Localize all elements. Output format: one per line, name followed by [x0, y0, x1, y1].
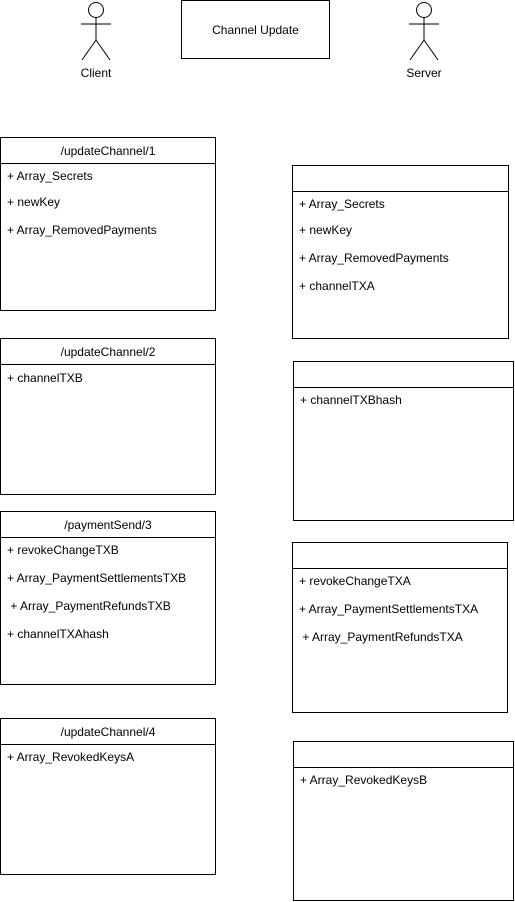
class-attribute: + Array_RemovedPayments	[299, 251, 449, 265]
client-label: Client	[80, 66, 112, 80]
class-attribute: + Array_RevokedKeysA	[7, 750, 135, 764]
class-box-header	[294, 742, 513, 768]
class-attribute: + Array_Secrets	[7, 169, 93, 183]
class-attribute: + channelTXB	[7, 371, 83, 385]
class-box-header: /updateChannel/4	[1, 719, 215, 745]
diagram-title-box: Channel Update	[181, 0, 330, 59]
class-attribute: + Array_PaymentSettlementsTXA	[299, 602, 479, 616]
class-box-header	[293, 166, 508, 192]
class-attribute: + Array_Secrets	[299, 197, 385, 211]
class-box-header: /updateChannel/2	[1, 339, 215, 365]
client-class-box-4: /updateChannel/4 + Array_RevokedKeysA	[0, 718, 216, 875]
class-attribute: + Array_PaymentRefundsTXB	[7, 599, 171, 613]
server-class-box-2: + channelTXBhash	[293, 361, 514, 521]
class-box-header: /paymentSend/3	[1, 512, 215, 538]
client-actor: Client	[66, 0, 126, 80]
class-attribute: + Array_PaymentSettlementsTXB	[7, 571, 187, 585]
class-attribute: + Array_RevokedKeysB	[300, 773, 428, 787]
server-class-box-4: + Array_RevokedKeysB	[293, 741, 514, 901]
class-attribute: + revokeChangeTXB	[7, 543, 119, 557]
class-attribute: + channelTXAhash	[7, 627, 109, 641]
server-class-box-3: + revokeChangeTXA + Array_PaymentSettlem…	[292, 542, 508, 713]
class-box-header	[294, 362, 513, 388]
class-attribute: + channelTXA	[299, 279, 375, 293]
stick-figure-icon	[81, 2, 111, 61]
class-attribute: + Array_RemovedPayments	[7, 223, 157, 237]
client-class-box-1: /updateChannel/1 + Array_Secrets + newKe…	[0, 137, 216, 311]
class-attribute: + Array_PaymentRefundsTXA	[299, 630, 463, 644]
class-attribute: + newKey	[7, 195, 61, 209]
server-label: Server	[406, 66, 442, 80]
class-box-header	[293, 543, 507, 569]
client-class-box-3: /paymentSend/3 + revokeChangeTXB + Array…	[0, 511, 216, 685]
class-box-header: /updateChannel/1	[1, 138, 215, 164]
client-class-box-2: /updateChannel/2 + channelTXB	[0, 338, 216, 495]
class-attribute: + revokeChangeTXA	[299, 574, 411, 588]
class-attribute: + newKey	[299, 223, 353, 237]
class-attribute: + channelTXBhash	[300, 393, 402, 407]
stick-figure-icon	[409, 2, 439, 61]
diagram-title: Channel Update	[212, 22, 299, 37]
server-actor: Server	[394, 0, 454, 80]
server-class-box-1: + Array_Secrets + newKey + Array_Removed…	[292, 165, 509, 339]
